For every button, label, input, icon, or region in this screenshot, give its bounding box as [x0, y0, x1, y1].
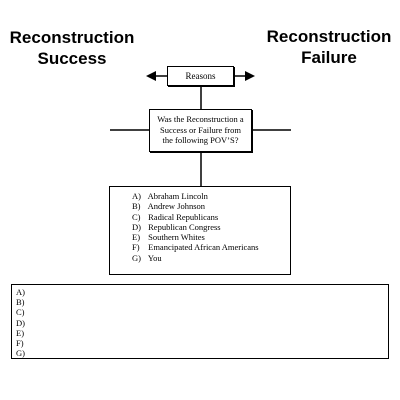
pov-letter: G) [132, 252, 141, 263]
pov-name: Andrew Johnson [147, 201, 206, 212]
answer-line-b: B) [16, 297, 25, 308]
answer-line-a: A) [16, 287, 25, 297]
question-line: the following POV’S? [162, 135, 239, 145]
success-heading-line-2: Success [37, 49, 107, 68]
answer-box[interactable]: A) B) C) D) E) F) G) [11, 284, 389, 359]
question-line: Was the Reconstruction a [157, 114, 244, 124]
answer-line-d: D) [16, 317, 25, 328]
pov-list-item: F) Emancipated African Americans [132, 242, 290, 252]
failure-heading-line-2: Failure [301, 48, 357, 67]
success-heading-line-1: Reconstruction [9, 28, 135, 47]
left-arrowhead-icon [146, 71, 156, 81]
success-heading: Reconstruction Success [2, 27, 142, 69]
pov-letter: E) [132, 232, 141, 243]
pov-letter: B) [132, 201, 141, 212]
reasons-box: Reasons [167, 66, 234, 86]
pov-name: Republican Congress [148, 221, 221, 232]
pov-list-item: A) Abraham Lincoln [132, 191, 290, 201]
failure-heading: Reconstruction Failure [258, 26, 400, 68]
answer-line-f: F) [16, 338, 24, 349]
pov-list-item: C) Radical Republicans [132, 212, 290, 222]
right-arrowhead-icon [245, 71, 255, 81]
pov-name: Southern Whites [148, 232, 205, 243]
question-line: Success or Failure from [160, 124, 241, 135]
pov-list-item: G) You [132, 253, 290, 263]
pov-name: Abraham Lincoln [147, 191, 208, 201]
failure-heading-line-1: Reconstruction [266, 27, 392, 46]
pov-list-box: A) Abraham Lincoln B) Andrew Johnson C) … [109, 186, 291, 275]
pov-letter: A) [132, 191, 141, 201]
pov-name: Emancipated African Americans [148, 242, 259, 253]
pov-list-item: B) Andrew Johnson [132, 201, 290, 211]
pov-letter: F) [132, 242, 140, 253]
pov-letter: D) [132, 221, 141, 232]
pov-name: You [147, 252, 162, 263]
pov-list-item: D) Republican Congress [132, 222, 290, 232]
answer-line-e: E) [16, 327, 25, 338]
reasons-label: Reasons [185, 71, 216, 81]
pov-list-item: E) Southern Whites [132, 232, 290, 242]
answer-line-g: G) [16, 348, 25, 359]
pov-letter: C) [132, 211, 141, 222]
pov-name: Radical Republicans [148, 211, 219, 222]
answer-line-c: C) [16, 307, 25, 318]
question-box: Was the Reconstruction a Success or Fail… [149, 109, 252, 152]
